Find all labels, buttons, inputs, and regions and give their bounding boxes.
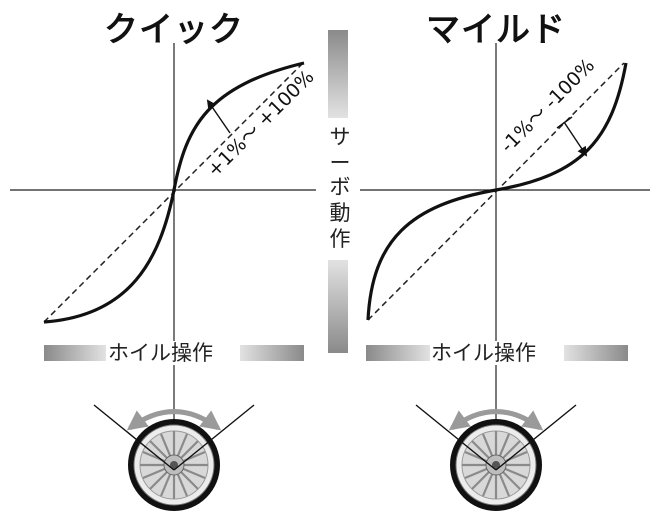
- mild-wheel-operation-label: ホイル操作: [430, 341, 537, 365]
- servo-axis-label-char: 作: [329, 227, 351, 251]
- quick-wheel-icon: [128, 419, 220, 511]
- mild-title: マイルド: [426, 10, 566, 50]
- mild-wheel-left-line: [415, 404, 497, 471]
- mild-range-label: -1%〜 -100%: [496, 54, 599, 157]
- servo-axis-label-char: ボ: [329, 175, 351, 199]
- quick-arrow: [206, 99, 231, 134]
- mild-arrow-bar: [556, 116, 573, 129]
- servo-axis-label-char: ー: [329, 151, 351, 175]
- quick-wheel-left-line: [93, 404, 175, 471]
- quick-wheel-bar-right: [240, 345, 304, 361]
- servo-axis-label-char: 動: [329, 201, 351, 225]
- quick-title: クイック: [104, 10, 244, 50]
- servo-bar-bottom: [328, 260, 348, 353]
- quick-wheel-right-line: [173, 404, 255, 471]
- servo-bar-top: [328, 30, 348, 118]
- quick-wheel-swing-arrow: [126, 409, 222, 431]
- mild-wheel-right-line: [495, 404, 577, 471]
- mild-wheel-bar-right: [564, 345, 628, 361]
- mild-wheel-bar-left: [366, 345, 430, 361]
- quick-range-label: +1%〜 +100%: [203, 66, 319, 182]
- mild-arrow: [563, 121, 588, 157]
- mild-wheel-swing-arrow: [448, 409, 544, 431]
- servo-axis-label-char: サ: [329, 125, 351, 149]
- mild-curve: [366, 62, 628, 321]
- quick-curve: [43, 61, 305, 324]
- quick-wheel-bar-left: [44, 345, 106, 361]
- quick-wheel-operation-label: ホイル操作: [107, 341, 214, 365]
- mild-wheel-icon: [450, 419, 542, 511]
